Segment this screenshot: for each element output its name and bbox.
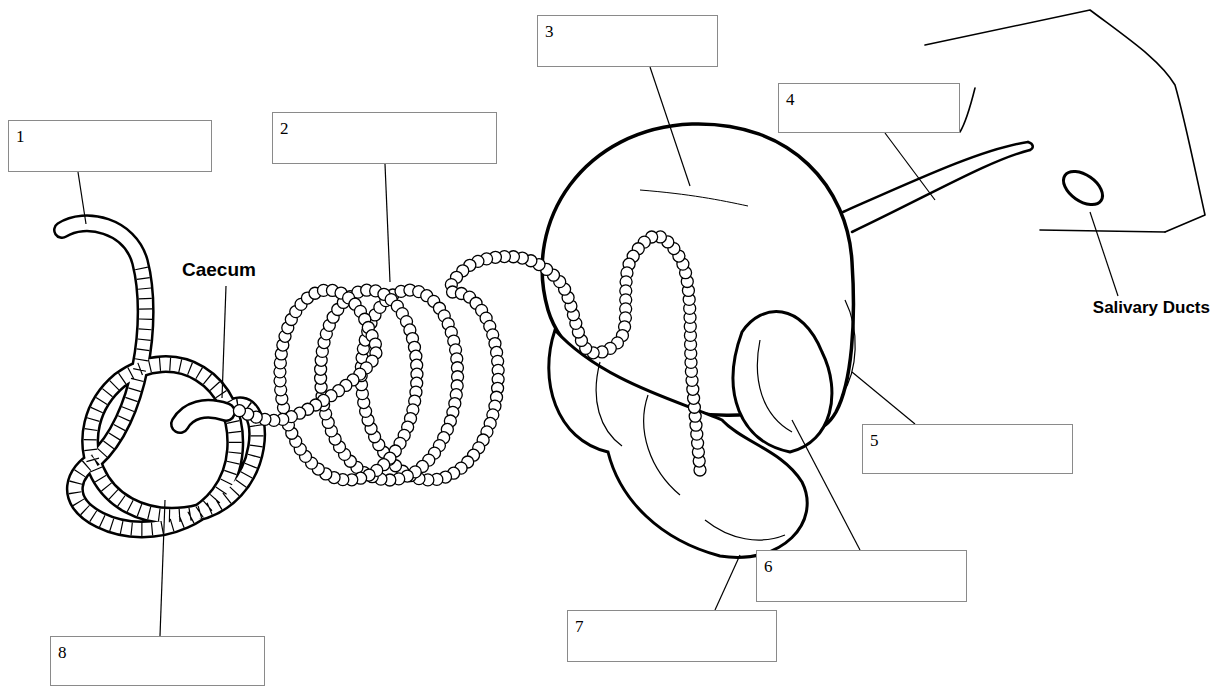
part-label: Salivary Ducts — [1091, 298, 1212, 318]
large-intestine-lumen — [62, 223, 257, 529]
esophagus-wall — [852, 150, 1030, 232]
leader-lines — [78, 67, 1118, 636]
answer-box: 8 — [50, 636, 265, 686]
salivary-gland — [1058, 165, 1109, 212]
mouth-line — [1040, 230, 1165, 232]
leader-line — [885, 133, 935, 200]
leader-line — [1090, 212, 1118, 296]
callout-number: 6 — [764, 558, 773, 577]
head-outline — [925, 10, 1205, 232]
callout-number: 1 — [16, 128, 25, 147]
callout-number: 4 — [786, 91, 795, 110]
esophagus — [843, 142, 1033, 232]
leader-line — [222, 286, 226, 398]
answer-box: 6 — [756, 550, 967, 602]
leader-line — [792, 420, 860, 550]
esophagus-tip — [1028, 142, 1033, 150]
callout-number: 7 — [575, 618, 584, 637]
esophagus-wall — [843, 142, 1028, 212]
large-intestine-wall — [62, 223, 257, 529]
omasum — [733, 312, 832, 452]
leader-line — [78, 172, 86, 224]
omasum-detail — [757, 340, 792, 432]
caecum-wall — [180, 409, 226, 424]
rumen-detail — [640, 190, 748, 206]
reticulum-detail — [842, 300, 855, 395]
leader-line — [650, 67, 690, 186]
callout-number: 3 — [545, 23, 554, 42]
answer-box: 3 — [537, 15, 718, 67]
answer-box: 7 — [567, 610, 777, 662]
answer-box: 1 — [8, 120, 212, 172]
leader-line — [385, 164, 390, 282]
head-line — [925, 10, 1205, 232]
leader-line — [160, 500, 165, 636]
small-intestine — [233, 231, 706, 486]
answer-box: 4 — [778, 83, 960, 133]
large-intestine — [62, 223, 257, 529]
answer-box: 2 — [272, 112, 497, 164]
answer-box: 5 — [862, 424, 1073, 474]
large-intestine-segments — [75, 262, 257, 529]
leader-line — [852, 372, 915, 424]
intestine-bead — [233, 405, 245, 417]
small-intestine-guide — [238, 236, 700, 480]
jaw-line — [960, 88, 975, 132]
callout-number: 5 — [870, 432, 879, 451]
callout-number: 2 — [280, 120, 289, 139]
part-label: Caecum — [180, 259, 258, 281]
callout-number: 8 — [58, 644, 67, 663]
caecum-lumen — [180, 409, 226, 424]
leader-line — [715, 555, 740, 610]
